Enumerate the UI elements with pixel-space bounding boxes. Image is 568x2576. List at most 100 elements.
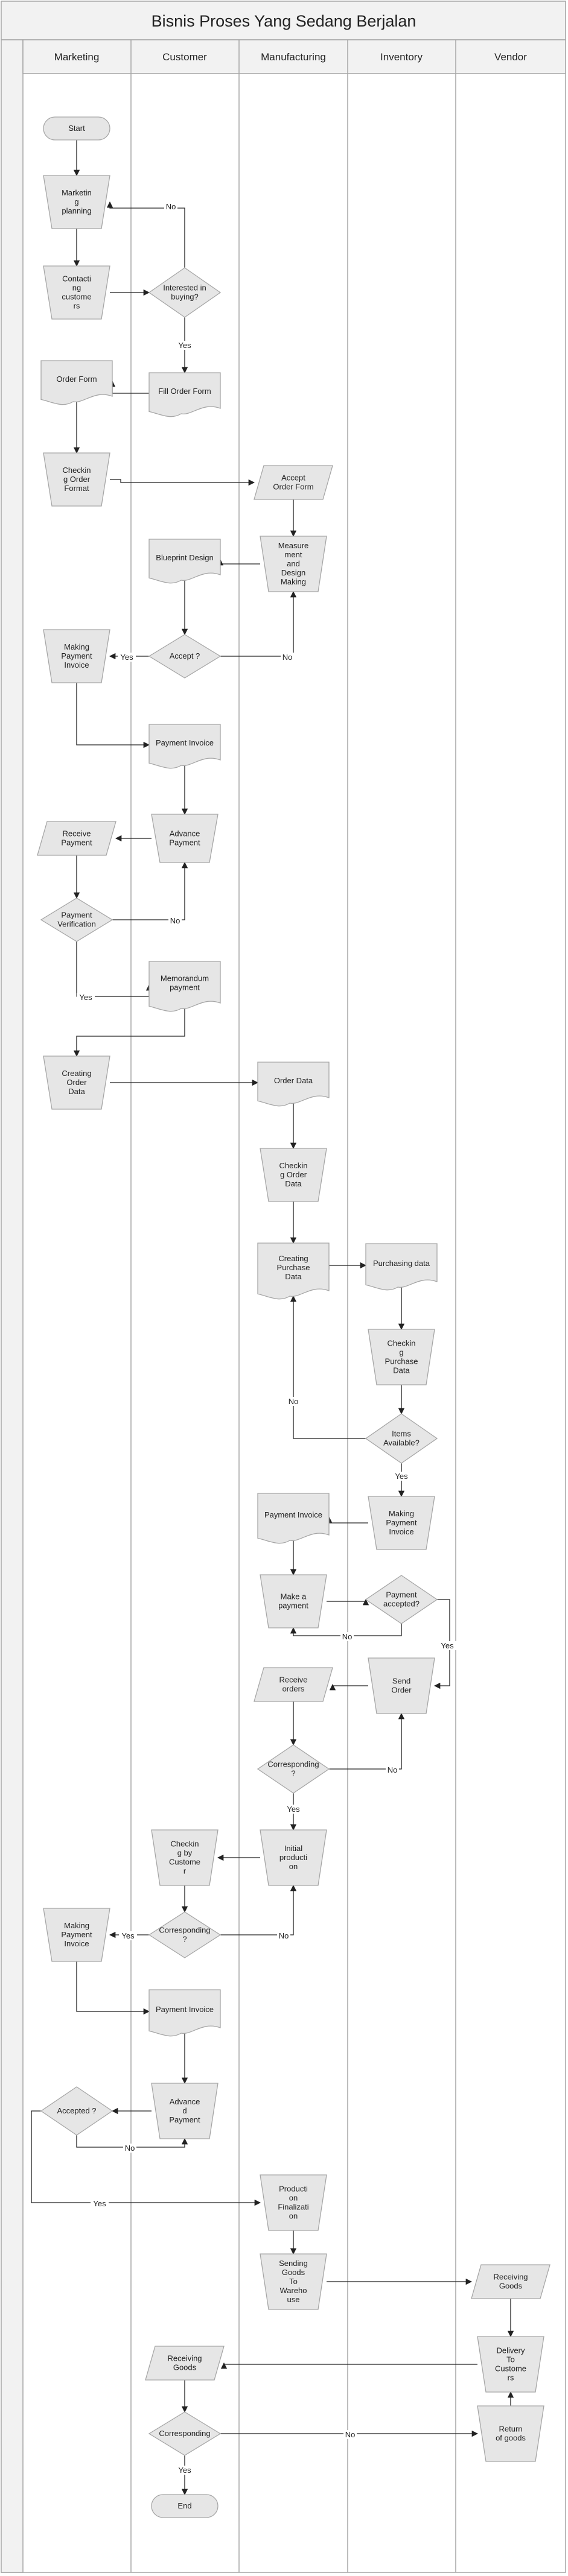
node-end-shape xyxy=(151,2494,219,2518)
node-return-of-goods-shape xyxy=(477,2405,544,2462)
lane-manufacturing: Manufacturing xyxy=(261,51,326,63)
label-acceptq-no: No xyxy=(282,653,293,662)
edge-checking-to-accept-form xyxy=(110,479,255,486)
node-making-payment-invoice-2-shape xyxy=(43,1908,110,1962)
node-checking-purchase-data-shape xyxy=(368,1329,435,1385)
label-accepted-yes-bg xyxy=(438,1641,456,1650)
label-accepted-no-bg xyxy=(340,1632,354,1641)
label-accepted-no: No xyxy=(342,1632,353,1641)
label-corresponding-cust-yes: Yes xyxy=(121,1931,135,1940)
node-payment-invoice-mfg-label: Payment Invoice xyxy=(264,1510,322,1519)
label-corresponding-yes: Yes xyxy=(287,1805,300,1814)
label-corresponding-yes-bg xyxy=(284,1805,302,1814)
edge-make-payment-to-accepted xyxy=(327,1598,369,1606)
edge-send-to-receive-orders xyxy=(329,1683,368,1691)
label-items-yes-bg xyxy=(392,1472,410,1481)
lane-marketing: Marketing xyxy=(54,51,100,63)
node-items-available-shape xyxy=(365,1413,438,1464)
node-receiving-goods-vendor-shape xyxy=(471,2264,550,2299)
node-accept-q-shape xyxy=(148,634,222,679)
label-verification-yes-bg xyxy=(77,993,95,1002)
node-payment-invoice-1-label: Payment Invoice xyxy=(156,738,214,747)
label-corresponding-no: No xyxy=(388,1765,398,1774)
lane-strip xyxy=(1,39,24,2573)
edge-delivery-to-receiving-cust xyxy=(220,2362,477,2369)
edge-interested-no-to-planning xyxy=(106,201,185,268)
node-creating-order-data-shape xyxy=(43,1055,110,1110)
label-verification-yes: Yes xyxy=(79,993,92,1002)
node-corresponding-final-label: Corresponding xyxy=(159,2429,210,2438)
label-corresponding-final-yes-bg xyxy=(176,2466,194,2475)
node-memorandum-payment-shape xyxy=(148,961,221,1012)
node-payment-accepted-shape xyxy=(365,1575,438,1624)
node-making-payment-invoice-1-shape xyxy=(43,629,110,683)
node-payment-invoice-1-shape xyxy=(148,724,221,769)
lane-customer: Customer xyxy=(162,51,207,63)
label-accepted-q-no-bg xyxy=(123,2144,136,2153)
node-advanced-payment-shape xyxy=(151,2083,219,2139)
node-accept-order-form-shape xyxy=(254,465,333,500)
label-acceptq-yes: Yes xyxy=(120,653,133,662)
node-creating-purchase-data-shape xyxy=(257,1242,330,1300)
label-items-no: No xyxy=(289,1397,299,1406)
label-verification-no-bg xyxy=(168,916,182,925)
node-purchasing-data-label: Purchasing data xyxy=(373,1259,430,1268)
label-corresponding-final-yes: Yes xyxy=(178,2466,191,2475)
node-making-payment-invoice-inv-shape xyxy=(368,1496,435,1550)
node-sending-goods-shape xyxy=(260,2253,327,2310)
label-interested-no-bg xyxy=(164,202,177,211)
label-corresponding-cust-no-bg xyxy=(277,1931,290,1940)
edge-memo-to-creating-order xyxy=(73,1008,185,1057)
node-delivery-to-customers-shape xyxy=(477,2336,544,2393)
label-corresponding-final-no-bg xyxy=(343,2430,357,2439)
node-payment-invoice-2-label: Payment Invoice xyxy=(156,2005,214,2014)
edge-verification-no-to-advance xyxy=(112,861,188,920)
node-receive-orders-shape xyxy=(254,1667,333,1702)
node-accepted-q-shape xyxy=(40,2086,113,2136)
label-accepted-q-no: No xyxy=(125,2144,135,2153)
node-measurement-design-shape xyxy=(260,536,327,592)
node-accepted-q-label: Accepted ? xyxy=(57,2106,96,2115)
node-production-finalization-shape xyxy=(260,2174,327,2231)
label-accepted-yes: Yes xyxy=(441,1641,454,1650)
title-bar xyxy=(1,1,566,40)
lane-vendor: Vendor xyxy=(494,51,527,63)
edge-invoice2-to-payment-invoice2 xyxy=(76,1961,150,2015)
edge-items-no-to-creating-purchase xyxy=(290,1295,366,1439)
label-corresponding-no-bg xyxy=(386,1765,399,1774)
node-payment-invoice-mfg-shape xyxy=(257,1493,330,1544)
label-accepted-q-yes: Yes xyxy=(93,2199,106,2208)
node-corresponding-mfg-label: Corresponding? xyxy=(267,1760,319,1778)
label-interested-yes: Yes xyxy=(178,341,191,350)
node-contacting-customers-shape xyxy=(43,265,110,320)
edge-labels: NoYesNoYesNoYesNoYesNoYesNoYesNoYesNoYes… xyxy=(77,202,456,2475)
label-acceptq-no-bg xyxy=(281,653,294,662)
edge-corresponding-no-to-send xyxy=(329,1712,405,1770)
label-items-no-bg xyxy=(287,1397,300,1406)
edge-corresponding-cust-no-to-initial xyxy=(220,1884,297,1935)
